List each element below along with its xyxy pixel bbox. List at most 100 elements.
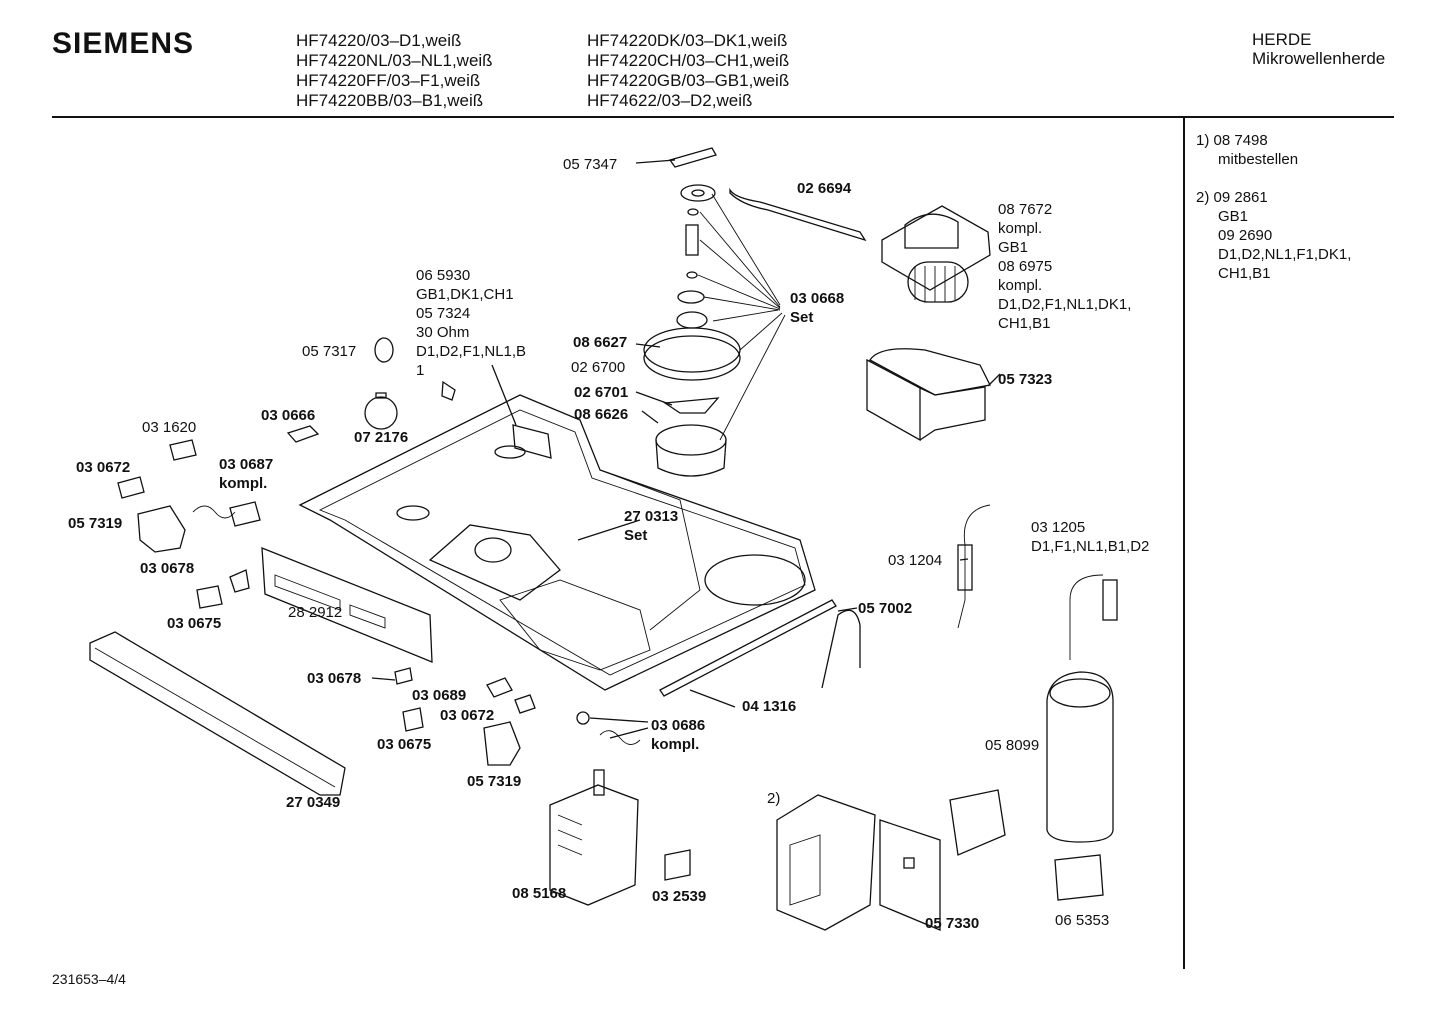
part-label-057002: 05 7002 [858,600,913,617]
part-label-270349: 27 0349 [286,794,341,811]
note-2: 2) 09 2861 GB1 09 2690 D1,D2,NL1,F1,DK1,… [1196,188,1351,283]
exploded-view-drawing [89,147,1118,931]
brand-logo: SIEMENS [52,27,195,60]
part-label-030675-b: 03 0675 [377,736,432,753]
label-line: 08 7672 [998,201,1053,218]
label-line: 03 1205 [1031,519,1086,536]
label-line: kompl. [998,220,1043,237]
switch-parts-left [117,425,320,609]
model-line: HF74220GB/03–GB1,weiß [587,71,790,90]
part-label-031204: 03 1204 [888,552,943,569]
part-label-030678-a: 03 0678 [140,560,195,577]
label-line: 03 0686 [651,717,706,734]
fan-motor [881,205,991,303]
leader-lines [371,159,1001,739]
part-label-086627: 08 6627 [573,334,628,351]
label-line: 03 0668 [790,290,845,307]
model-line: HF74220/03–D1,weiß [296,31,462,50]
label-line: Set [624,527,648,544]
label-line: Set [790,309,814,326]
part-label-031205: 03 1205 D1,F1,NL1,B1,D2 [1031,518,1149,556]
model-line: HF74622/03–D2,weiß [587,91,753,110]
switch-parts-center [394,667,641,766]
part-label-026701: 02 6701 [574,384,629,401]
label-line: 08 6975 [998,258,1053,275]
part-label-072176: 07 2176 [354,429,409,446]
part-label-030678-b: 03 0678 [307,670,362,687]
category-subtitle: Mikrowellenherde [1252,49,1386,68]
header-rule [52,116,1394,118]
part-label-030689: 03 0689 [412,687,467,704]
label-line: 06 5930 [416,267,471,284]
cable-bracket [821,609,861,689]
part-label-057317: 05 7317 [302,343,357,360]
transformer [776,789,1006,931]
part-label-065353: 06 5353 [1055,912,1110,929]
model-line: HF74220BB/03–B1,weiß [296,91,484,110]
part-label-085168: 08 5168 [512,885,567,902]
label-line: 1 [416,362,425,379]
part-label-057330: 05 7330 [925,915,980,932]
front-plate [261,547,433,663]
part-label-270313: 27 0313 Set [624,507,678,545]
part-label-282912: 28 2912 [288,604,343,621]
label-line: CH1,B1 [998,315,1051,332]
label-line: kompl. [651,736,700,753]
seal-strip [659,599,837,697]
note-line: 09 2690 [1218,227,1273,244]
part-label-031620: 03 1620 [142,419,197,436]
note-line: CH1,B1 [1218,265,1271,282]
category-block: HERDE Mikrowellenherde [1252,30,1385,68]
part-label-note2-ref: 2) [767,790,781,807]
cable-parts [957,504,1118,660]
note-line: GB1 [1218,208,1249,225]
category-title: HERDE [1252,30,1312,49]
label-line: GB1,DK1,CH1 [416,286,514,303]
part-label-030672-b: 03 0672 [440,707,495,724]
notes-divider [1183,117,1185,969]
model-line: HF74220CH/03–CH1,weiß [587,51,790,70]
label-line: D1,D2,F1,NL1,DK1, [998,296,1132,313]
heating-element [729,187,867,242]
note-1: 1) 08 7498 mitbestellen [1196,131,1298,169]
label-line: 05 7324 [416,305,471,322]
part-label-032539: 03 2539 [652,888,707,905]
label-line: GB1 [998,239,1029,256]
note-line: D1,D2,NL1,F1,DK1, [1218,246,1352,263]
model-line: HF74220DK/03–DK1,weiß [587,31,788,50]
model-list-1: HF74220/03–D1,weiß HF74220NL/03–NL1,weiß… [296,31,493,111]
label-line: D1,F1,NL1,B1,D2 [1031,538,1150,555]
part-label-030687: 03 0687 kompl. [219,455,273,493]
part-label-030672-a: 03 0672 [76,459,131,476]
label-line: kompl. [219,475,268,492]
part-label-030675-a: 03 0675 [167,615,222,632]
model-line: HF74220FF/03–F1,weiß [296,71,481,90]
part-label-057319-b: 05 7319 [467,773,522,790]
model-line: HF74220NL/03–NL1,weiß [296,51,493,70]
part-label-058099: 05 8099 [985,737,1040,754]
label-line: 27 0313 [624,508,679,525]
note-line: 1) 08 7498 [1196,132,1268,149]
note-line: mitbestellen [1218,151,1299,168]
part-label-057323: 05 7323 [998,371,1053,388]
label-line: 03 0687 [219,456,274,473]
label-line: D1,D2,F1,NL1,B [416,343,527,360]
note-line: 2) 09 2861 [1196,189,1268,206]
fan-housing [866,348,991,442]
part-label-026694: 02 6694 [797,180,852,197]
label-line: kompl. [998,277,1043,294]
part-label-086626: 08 6626 [574,406,629,423]
part-label-057319-a: 05 7319 [68,515,123,532]
part-label-030666: 03 0666 [261,407,316,424]
capacitor [1046,671,1114,901]
part-label-087672: 08 7672 kompl. GB1 08 6975 kompl. D1,D2,… [998,200,1131,333]
part-label-030668: 03 0668 Set [790,289,844,327]
part-label-030686: 03 0686 kompl. [651,716,705,754]
part-label-065930: 06 5930 GB1,DK1,CH1 05 7324 30 Ohm D1,D2… [416,266,526,380]
part-label-026700: 02 6700 [571,359,626,376]
turntable-stack [643,147,786,477]
bottom-rail [89,631,346,796]
label-line: 30 Ohm [416,324,470,341]
magnetron [549,769,691,906]
part-label-041316: 04 1316 [742,698,797,715]
